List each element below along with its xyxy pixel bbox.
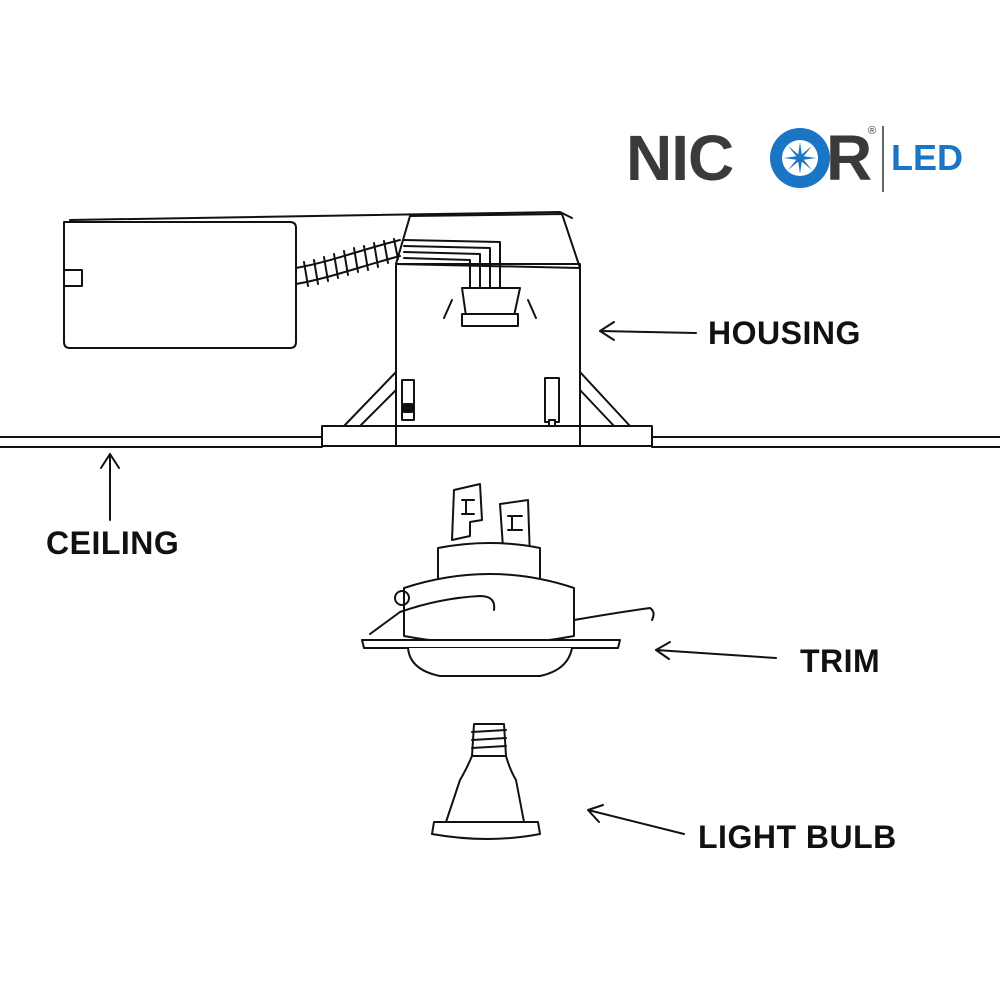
nicor-led-logo: NIC R ® LED (626, 118, 976, 198)
ceiling-label: CEILING (46, 525, 180, 561)
trim-assembly (361, 483, 655, 677)
ceiling-line (0, 436, 1000, 448)
flex-conduit (295, 238, 401, 287)
logo-divider (882, 126, 884, 192)
junction-box (63, 211, 573, 349)
logo-product-line: LED (891, 137, 963, 178)
housing-label: HOUSING (708, 315, 861, 351)
logo-wordmark-suffix: R (826, 122, 872, 194)
arrow-housing (599, 321, 697, 341)
starburst-icon (770, 128, 830, 188)
logo-wordmark-prefix: NIC (626, 122, 734, 194)
light-bulb-label: LIGHT BULB (698, 819, 897, 855)
arrow-ceiling (100, 453, 120, 521)
light-bulb (431, 723, 541, 840)
housing-can (321, 213, 653, 447)
registered-mark: ® (868, 125, 877, 137)
arrow-light-bulb (587, 804, 685, 835)
trim-label: TRIM (800, 643, 881, 679)
arrow-trim (655, 641, 777, 660)
